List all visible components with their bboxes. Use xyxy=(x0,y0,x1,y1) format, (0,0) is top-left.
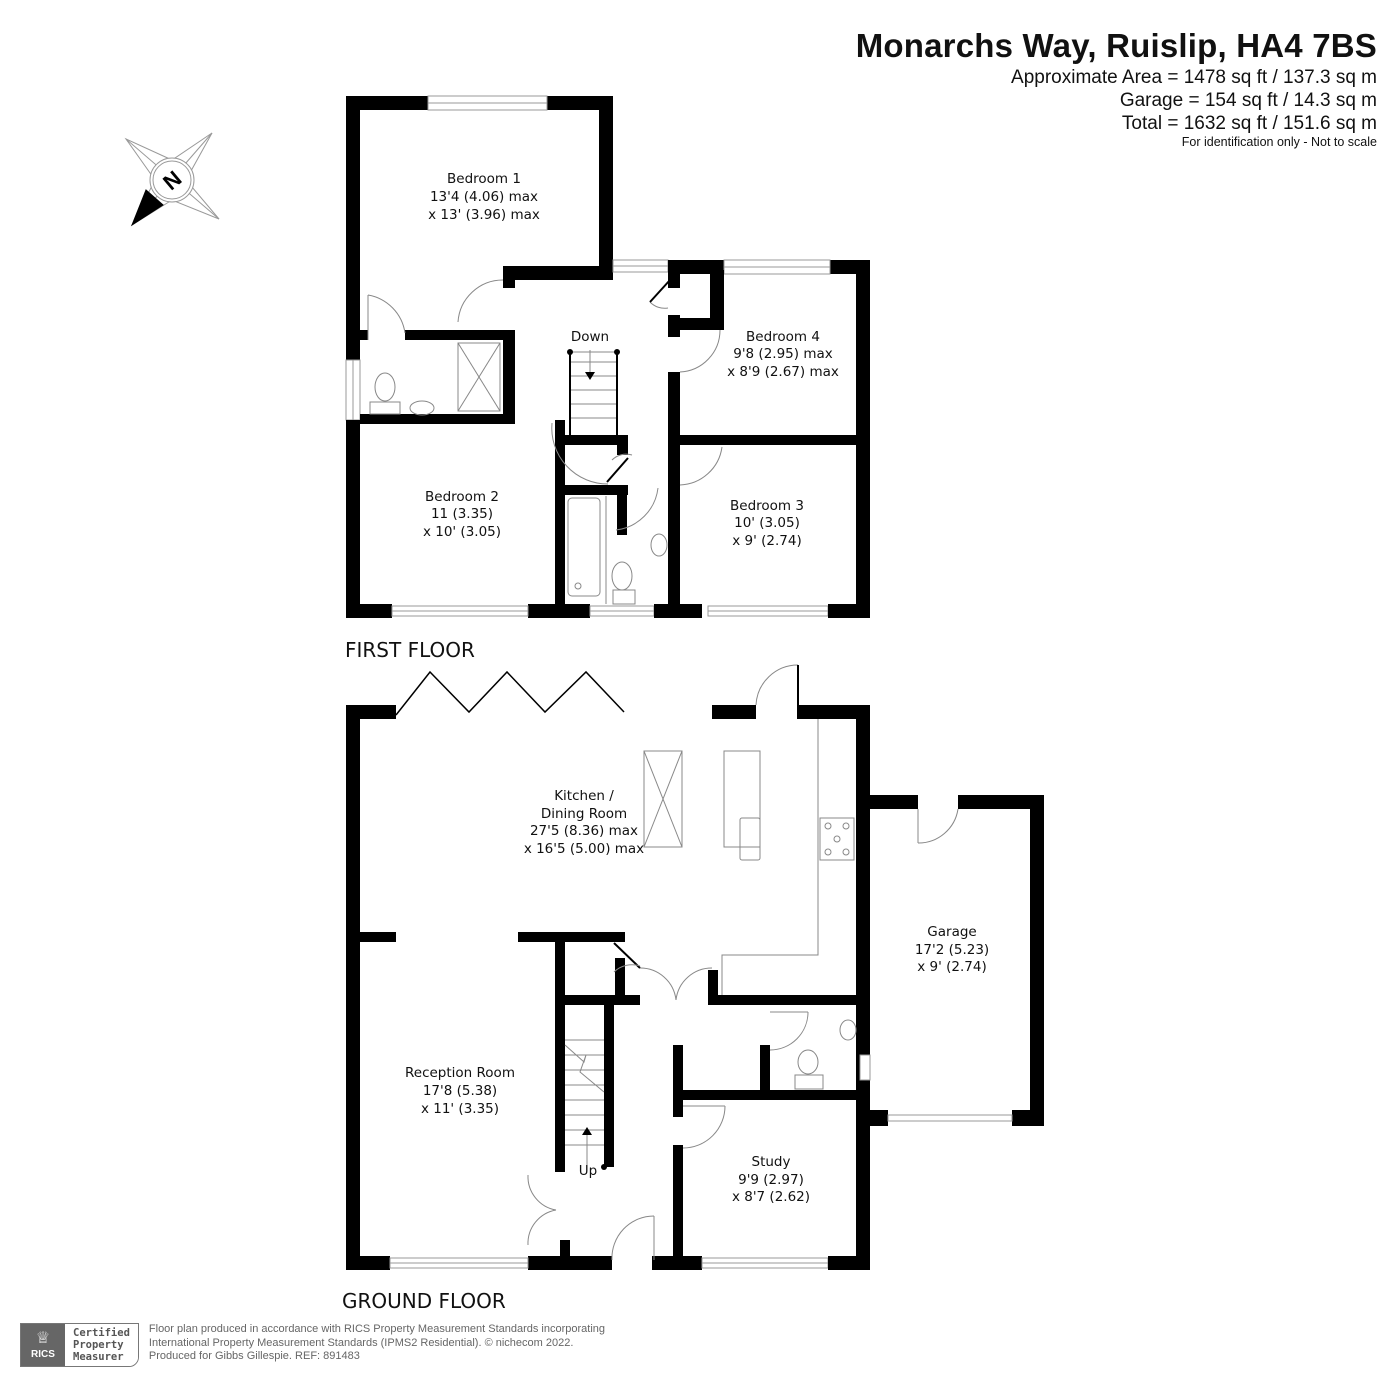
first-floor-plan xyxy=(345,95,870,618)
stairs-up-label: Up xyxy=(579,1163,597,1179)
sink-icon xyxy=(739,817,761,861)
property-title: Monarchs Way, Ruislip, HA4 7BS xyxy=(855,27,1377,64)
door-swing-icon xyxy=(457,279,504,323)
first-floor-label: FIRST FLOOR xyxy=(345,638,475,662)
garage-dim2: x 9' (2.74) xyxy=(917,959,986,975)
ground-floor-label: GROUND FLOOR xyxy=(342,1289,506,1313)
badge-line-3: Measurer xyxy=(73,1351,124,1363)
toilet-icon xyxy=(797,1049,819,1075)
door-swing-icon xyxy=(755,664,799,706)
toilet-icon xyxy=(611,561,633,591)
door-swing-icon xyxy=(367,294,406,334)
bedroom-3-dim1: 10' (3.05) xyxy=(734,515,800,531)
reception-dim1: 17'8 (5.38) xyxy=(423,1083,497,1099)
door-swing-icon xyxy=(917,808,959,844)
bedroom-1-dim2: x 13' (3.96) max xyxy=(428,207,540,223)
bedroom-2-dim2: x 10' (3.05) xyxy=(423,524,501,540)
bedroom-3-name: Bedroom 3 xyxy=(730,498,804,514)
shower-icon xyxy=(457,342,501,412)
basin-icon xyxy=(839,1019,857,1041)
door-swing-icon xyxy=(551,422,609,485)
reception-name: Reception Room xyxy=(405,1065,515,1081)
toilet-icon xyxy=(374,372,396,402)
stair-markers xyxy=(567,349,620,380)
island-icon xyxy=(723,750,761,848)
first-floor-labels: Bedroom 1 13'4 (4.06) max x 13' (3.96) m… xyxy=(345,171,839,662)
ground-floor-labels: Kitchen / Dining Room 27'5 (8.36) max x … xyxy=(342,788,989,1313)
basin-icon xyxy=(409,400,435,416)
rics-logo: ♕ RICS xyxy=(21,1324,65,1366)
study-dim2: x 8'7 (2.62) xyxy=(732,1189,810,1205)
footer: ♕ RICS Certified Property Measurer Floor… xyxy=(20,1323,605,1367)
basin-icon xyxy=(650,533,668,557)
footer-line-1: Floor plan produced in accordance with R… xyxy=(148,1323,606,1335)
bedroom-3-dim2: x 9' (2.74) xyxy=(732,533,801,549)
door-swing-icon xyxy=(679,329,721,373)
garage-area: Garage = 154 sq ft / 14.3 sq m xyxy=(1119,90,1377,111)
garage-dim1: 17'2 (5.23) xyxy=(915,942,989,958)
door-swing-icon xyxy=(611,1215,655,1261)
total-area: Total = 1632 sq ft / 151.6 sq m xyxy=(1121,113,1377,134)
badge-line-2: Property xyxy=(73,1339,124,1351)
kitchen-name-2: Dining Room xyxy=(541,806,627,822)
header: Monarchs Way, Ruislip, HA4 7BS Approxima… xyxy=(856,26,1377,149)
garage-name: Garage xyxy=(927,924,976,940)
reception-dim2: x 11' (3.35) xyxy=(421,1101,499,1117)
bedroom-1-dim1: 13'4 (4.06) max xyxy=(430,189,538,205)
kitchen-dim1: 27'5 (8.36) max xyxy=(530,823,638,839)
bedroom-2-name: Bedroom 2 xyxy=(425,489,499,505)
door-swing-icon xyxy=(679,446,723,486)
rics-lion-icon: ♕ xyxy=(35,1328,51,1347)
badge-text: Certified Property Measurer xyxy=(65,1324,138,1366)
approximate-area: Approximate Area = 1478 sq ft / 137.3 sq… xyxy=(1011,67,1377,88)
kitchen-name: Kitchen / xyxy=(554,788,614,804)
door-swing-icon xyxy=(527,1174,557,1211)
bath-icon xyxy=(567,497,601,597)
door-swing-icon xyxy=(682,1105,726,1149)
stairs-down-label: Down xyxy=(571,329,609,345)
badge-line-1: Certified xyxy=(73,1327,130,1339)
ground-stair-markers xyxy=(582,1127,607,1170)
bifold-door-icon xyxy=(395,670,625,716)
door-swing-icon xyxy=(639,967,677,1001)
study-dim1: 9'9 (2.97) xyxy=(738,1172,804,1188)
footer-line-2: International Property Measurement Stand… xyxy=(148,1336,574,1349)
bedroom-4-name: Bedroom 4 xyxy=(746,329,820,345)
north-compass-icon: N xyxy=(124,132,220,227)
table-icon xyxy=(643,750,683,848)
door-swing-icon xyxy=(615,487,659,531)
door-swing-icon xyxy=(769,1011,809,1051)
rics-certified-badge: ♕ RICS Certified Property Measurer xyxy=(20,1323,139,1367)
scale-note: For identification only - Not to scale xyxy=(1181,135,1377,149)
footer-line-3: Produced for Gibbs Gillespie. REF: 89148… xyxy=(148,1350,360,1362)
bedroom-2-dim1: 11 (3.35) xyxy=(431,506,493,522)
hob-icon xyxy=(819,817,855,861)
bedroom-4-dim1: 9'8 (2.95) max xyxy=(733,346,832,362)
first-floor-fixtures xyxy=(367,279,723,605)
bedroom-1-name: Bedroom 1 xyxy=(447,171,521,187)
study-name: Study xyxy=(752,1154,791,1170)
kitchen-dim2: x 16'5 (5.00) max xyxy=(524,841,644,857)
rics-org: RICS xyxy=(31,1349,55,1360)
ground-floor-fixtures xyxy=(395,664,959,1261)
bedroom-4-dim2: x 8'9 (2.67) max xyxy=(727,364,839,380)
footer-disclaimer: Floor plan produced in accordance with R… xyxy=(149,1323,605,1364)
ground-floor-plan xyxy=(346,705,1044,1270)
